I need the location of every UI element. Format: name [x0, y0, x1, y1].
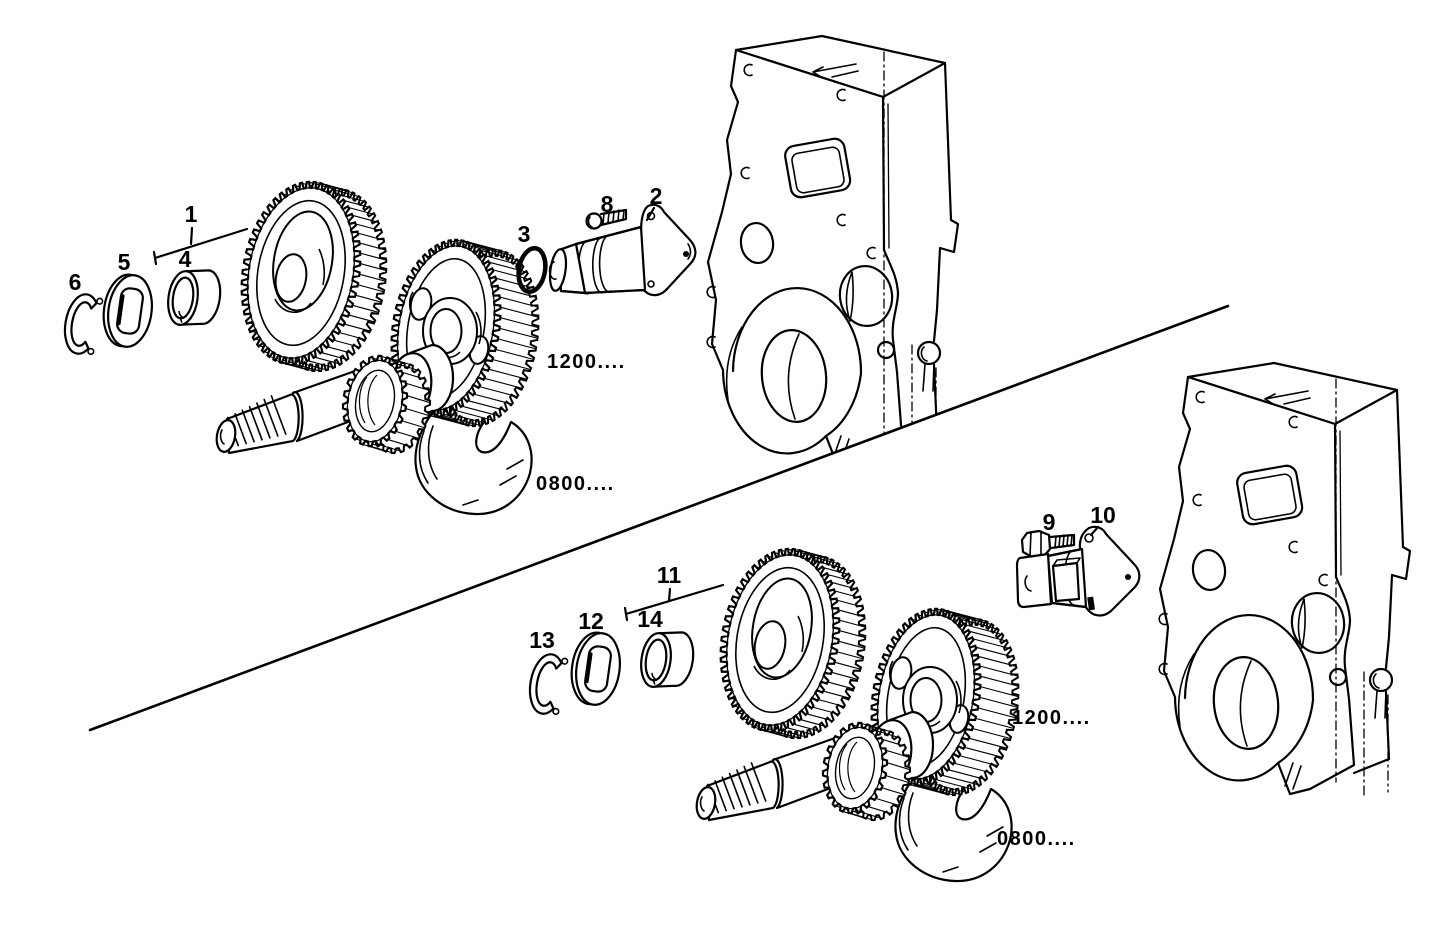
- callout-9: 9: [1043, 509, 1056, 535]
- snap-ring: [59, 290, 105, 358]
- callout-10: 10: [1090, 502, 1116, 528]
- thrust-washer: [565, 628, 626, 710]
- leader-11: [623, 583, 725, 622]
- cover-flange-2: [546, 203, 697, 297]
- callout-13: 13: [529, 627, 555, 653]
- callout-3: 3: [518, 221, 531, 247]
- leader-10: [1089, 525, 1100, 537]
- assembly-bottom: [524, 525, 1141, 883]
- callout-8: 8: [601, 191, 614, 217]
- idler-gear: [712, 545, 867, 740]
- idler-gear: [233, 178, 388, 373]
- group-reference-labels: 1200.... 0800.... 1200.... 0800....: [536, 351, 1091, 850]
- engine-block-bottom: [1158, 361, 1412, 797]
- o-ring: [516, 245, 548, 295]
- engine-block-top: [706, 34, 960, 470]
- ref-bottom-shaft: 0800....: [997, 828, 1076, 850]
- ref-top-shaft: 0800....: [536, 473, 615, 495]
- snap-ring: [524, 650, 570, 718]
- callout-1: 1: [185, 201, 198, 227]
- leader-lines: [152, 206, 1100, 622]
- bushing: [163, 264, 225, 331]
- callout-labels: 1 2 3 4 5 6 8 9 10 11 12 13 14: [69, 183, 1116, 653]
- callout-12: 12: [578, 608, 604, 634]
- ref-top-gear: 1200....: [547, 351, 626, 373]
- bolt-8: [585, 208, 628, 230]
- leader-1: [152, 226, 249, 266]
- callout-5: 5: [118, 249, 131, 275]
- callout-2: 2: [650, 183, 663, 209]
- bushing: [636, 626, 698, 693]
- thrust-washer: [97, 270, 158, 352]
- callout-11: 11: [657, 562, 682, 588]
- callout-6: 6: [69, 269, 82, 295]
- separator-line: [88, 304, 1230, 732]
- bolt-9: [1020, 529, 1076, 559]
- ref-bottom-gear: 1200....: [1012, 707, 1091, 729]
- leader-2: [645, 206, 656, 222]
- callout-4: 4: [179, 246, 192, 272]
- callout-14: 14: [637, 606, 663, 632]
- assembly-top: [59, 178, 697, 516]
